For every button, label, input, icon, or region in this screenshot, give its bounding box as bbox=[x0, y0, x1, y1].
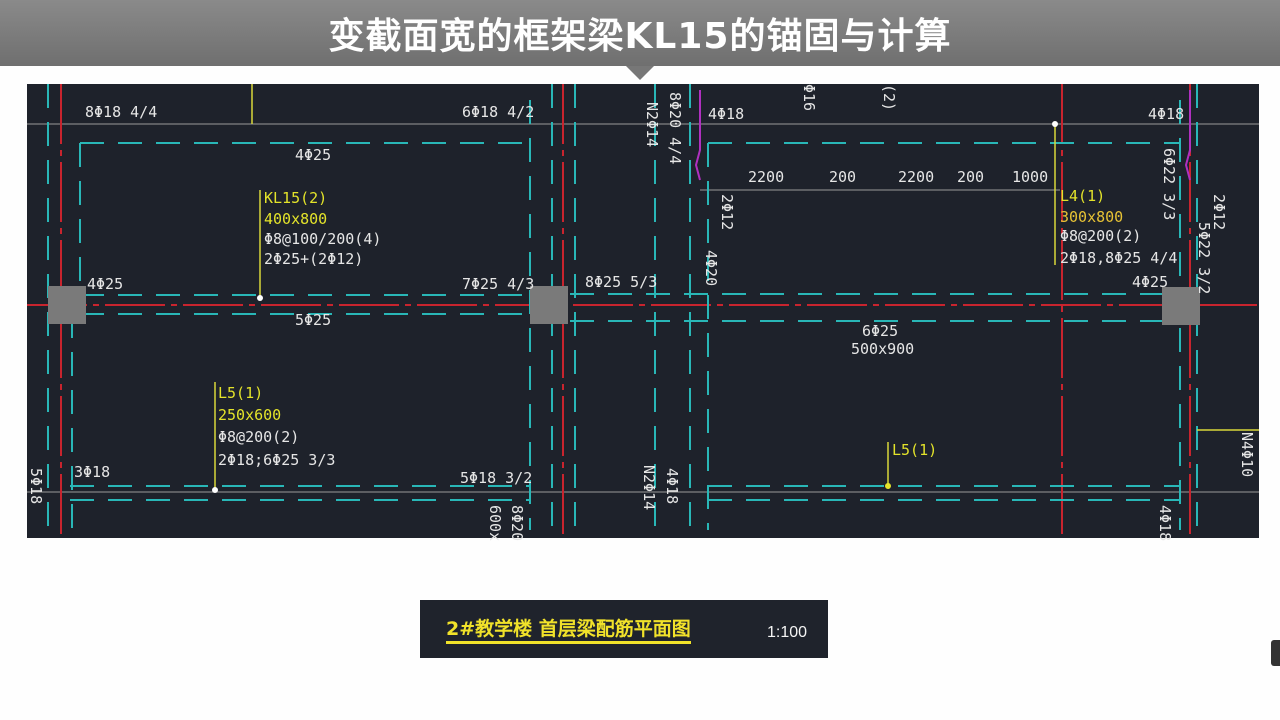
caption-title: 2#教学楼 首层梁配筋平面图 bbox=[446, 618, 691, 644]
column bbox=[1162, 287, 1200, 325]
beam-name-l5: L5(1) bbox=[892, 441, 937, 459]
label: 4Φ18 bbox=[663, 468, 681, 504]
label: 5Φ25 bbox=[295, 311, 331, 329]
dimension: 2200 bbox=[898, 168, 934, 186]
beam-name-kl15: KL15(2) bbox=[264, 189, 327, 207]
label: 7Φ25 4/3 bbox=[462, 275, 534, 293]
label: 4Φ18 bbox=[1148, 105, 1184, 123]
label: 600x bbox=[486, 505, 504, 541]
label: N4Φ10 bbox=[1238, 432, 1256, 477]
dimension: 1000 bbox=[1012, 168, 1048, 186]
beam-size: 250x600 bbox=[218, 406, 281, 424]
stirrup-spec: Φ8@100/200(4) bbox=[264, 230, 381, 248]
label: 4Φ25 bbox=[1132, 273, 1168, 291]
beam-size: 400x800 bbox=[264, 210, 327, 228]
dimension: 200 bbox=[829, 168, 856, 186]
label: (2) bbox=[880, 84, 898, 111]
column bbox=[48, 286, 86, 324]
label: 4Φ25 bbox=[295, 146, 331, 164]
beam-name-l4: L4(1) bbox=[1060, 187, 1105, 205]
label: 6Φ22 3/3 bbox=[1160, 148, 1178, 220]
side-scroll-handle[interactable] bbox=[1271, 640, 1280, 666]
label: 3Φ18 bbox=[74, 463, 110, 481]
drawing-caption: 2#教学楼 首层梁配筋平面图 1:100 bbox=[420, 600, 828, 658]
dimension: 2200 bbox=[748, 168, 784, 186]
beam-outlines bbox=[47, 84, 1198, 538]
label: 4Φ25 bbox=[87, 275, 123, 293]
label: 5Φ18 bbox=[27, 468, 45, 504]
beam-size: 300x800 bbox=[1060, 208, 1123, 226]
longitudinal-spec: 2Φ18;6Φ25 3/3 bbox=[218, 451, 335, 469]
longitudinal-spec: 2Φ18,8Φ25 4/4 bbox=[1060, 249, 1177, 267]
slide-title: 变截面宽的框架梁KL15的锚固与计算 bbox=[328, 16, 952, 57]
label: 8Φ20 4/4 bbox=[666, 92, 684, 164]
label: 6Φ25 bbox=[862, 322, 898, 340]
label: 4Φ18 bbox=[708, 105, 744, 123]
leader-lines bbox=[214, 124, 1259, 490]
label: 5Φ22 3/2 bbox=[1195, 222, 1213, 294]
dimension: 200 bbox=[957, 168, 984, 186]
leader-points bbox=[212, 121, 1058, 493]
label: 500x900 bbox=[851, 340, 914, 358]
label: 4Φ20 bbox=[702, 250, 720, 286]
beam-name-l5: L5(1) bbox=[218, 384, 263, 402]
label: N2Φ14 bbox=[640, 465, 658, 510]
label: 8Φ20 bbox=[508, 505, 526, 541]
stirrup-spec: Φ8@200(2) bbox=[1060, 227, 1141, 245]
column bbox=[530, 286, 568, 324]
label: 6Φ18 4/2 bbox=[462, 103, 534, 121]
longitudinal-spec: 2Φ25+(2Φ12) bbox=[264, 250, 363, 268]
pointer-triangle-icon bbox=[626, 66, 654, 80]
label: 2Φ12 bbox=[1210, 194, 1228, 230]
drawing-background bbox=[27, 84, 1259, 538]
purple-markers bbox=[694, 90, 1191, 181]
label: 2Φ12 bbox=[718, 194, 736, 230]
slide-title-bar: 变截面宽的框架梁KL15的锚固与计算 bbox=[0, 0, 1280, 66]
caption-scale: 1:100 bbox=[767, 624, 808, 641]
label: Φ16 bbox=[800, 84, 818, 111]
columns bbox=[48, 286, 1200, 325]
label: 8Φ25 5/3 bbox=[585, 273, 657, 291]
label: 8Φ18 4/4 bbox=[85, 103, 157, 121]
label: N2Φ14 bbox=[643, 102, 661, 147]
stirrup-spec: Φ8@200(2) bbox=[218, 428, 299, 446]
label: 5Φ18 3/2 bbox=[460, 469, 532, 487]
label: 4Φ18 bbox=[1156, 505, 1174, 541]
rebar-labels: 8Φ18 4/4 6Φ18 4/2 4Φ25 KL15(2) 400x800 Φ… bbox=[27, 84, 1256, 541]
